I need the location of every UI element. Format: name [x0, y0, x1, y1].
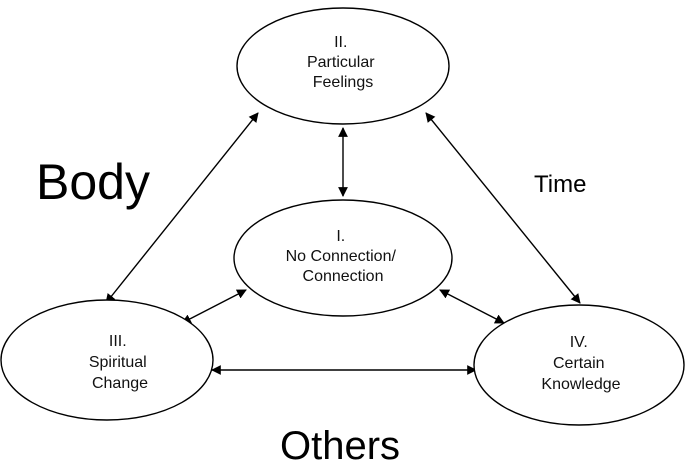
- edge-ii-iii: [105, 112, 259, 304]
- node-iv-ellipse: [473, 304, 685, 426]
- node-iv-line-2: Certain: [553, 355, 605, 372]
- node-i: I. No Connection/ Connection: [233, 199, 453, 317]
- node-ii: II. Particular Feelings: [236, 7, 450, 125]
- node-i-ellipse: [233, 199, 453, 317]
- node-i-line-1: I.: [336, 228, 345, 245]
- node-iv: IV. Certain Knowledge: [473, 304, 685, 426]
- svg-text:II. Particular: II. Particular Feelings: [307, 34, 379, 91]
- node-i-line-2: No Connection/: [286, 248, 397, 265]
- edge-ii-iv: [425, 112, 581, 304]
- node-ii-line-3: Feelings: [313, 74, 373, 91]
- node-ii-line-2: Particular: [307, 54, 375, 71]
- svg-text:IV. Certain Kn: IV. Certain Knowledge: [541, 334, 620, 393]
- node-iii: III. Spiritual Change: [0, 299, 214, 421]
- label-time: Time: [534, 171, 586, 198]
- node-iii-line-2: Spiritual: [89, 354, 147, 371]
- edge-i-iv: [439, 289, 505, 324]
- node-iv-line-3: Knowledge: [541, 376, 620, 393]
- node-i-line-3: Connection: [303, 268, 384, 285]
- label-others: Others: [280, 424, 400, 463]
- label-body: Body: [36, 154, 150, 210]
- node-iv-line-1: IV.: [570, 334, 588, 351]
- node-ii-line-1: II.: [334, 34, 347, 51]
- edge-i-iii: [181, 289, 247, 324]
- node-ii-ellipse: [236, 7, 450, 125]
- node-iii-ellipse: [0, 299, 214, 421]
- node-iii-line-3: Change: [92, 375, 148, 392]
- node-iii-line-1: III.: [109, 333, 127, 350]
- svg-text:I. No Connection/: I. No Connection/ Connection: [286, 228, 401, 285]
- svg-text:III. Spiritual: III. Spiritual Change: [89, 333, 151, 392]
